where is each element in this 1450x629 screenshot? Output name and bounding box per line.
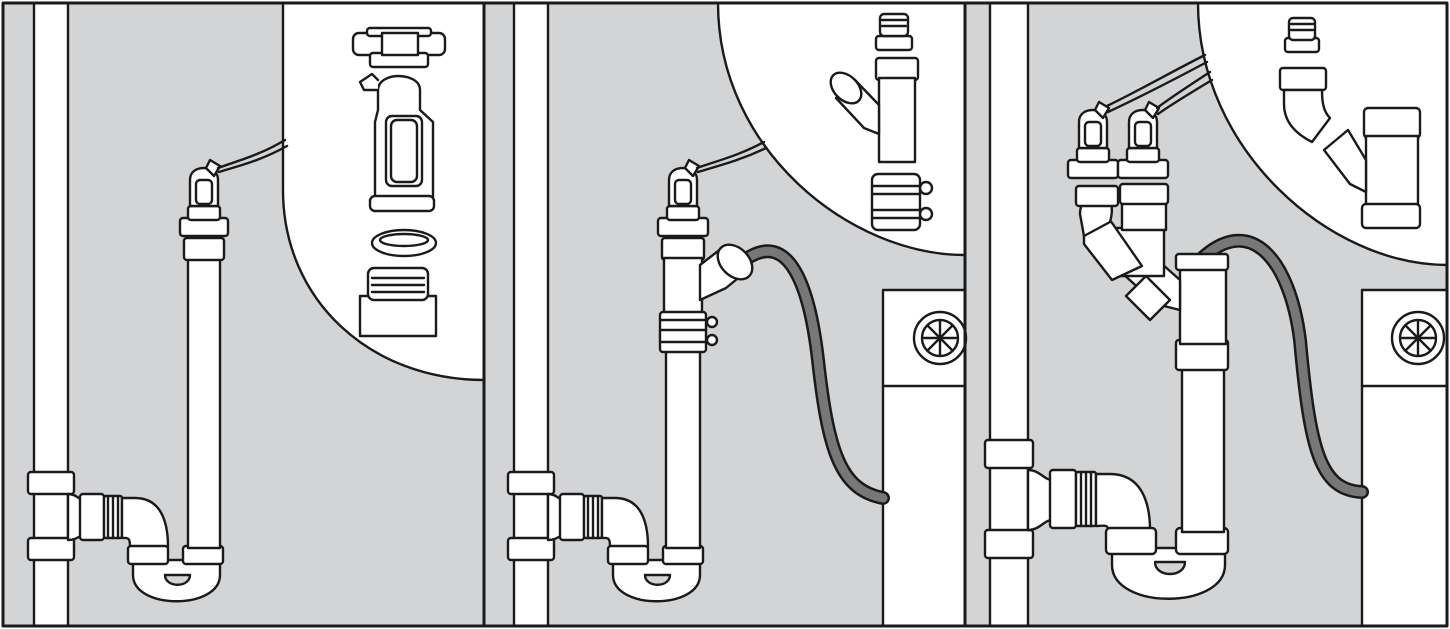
trap-arm-3 [1026, 468, 1152, 532]
threaded-adapter-3 [1283, 16, 1321, 54]
air-gap-left [1066, 100, 1120, 180]
trap-arm [66, 492, 170, 549]
standpipe-3 [1174, 338, 1230, 534]
threaded-adapter [358, 266, 438, 338]
threaded-adapter-2 [874, 12, 914, 52]
p-trap-3 [1104, 526, 1230, 600]
vent-stack-pipe [26, 1, 76, 628]
washing-machine-2 [1360, 288, 1449, 628]
no-hub-coupling [658, 310, 719, 354]
p-trap [126, 544, 225, 603]
air-gap-device-2 [656, 158, 710, 238]
air-gap-body [358, 72, 436, 213]
dishwasher-hose [216, 138, 287, 170]
air-gap-device [178, 158, 230, 238]
elbow-and-wye-parts [1278, 16, 1422, 230]
air-gap-exploded-parts [351, 26, 447, 338]
air-gap-right [1116, 100, 1170, 180]
cap-nut [351, 26, 447, 69]
wye-coupling-parts [829, 12, 934, 232]
elbow-fitting [1278, 66, 1332, 144]
panel-1 [26, 1, 486, 628]
vent-stack-pipe-3 [983, 1, 1035, 628]
standpipe [182, 236, 226, 550]
wye-double [1074, 182, 1170, 282]
wye-part [1322, 106, 1422, 230]
washing-machine [881, 288, 968, 628]
coupling-part [870, 172, 934, 232]
panel-3 [983, 1, 1449, 628]
wye-fitting [662, 243, 754, 320]
p-trap-2 [606, 544, 705, 603]
gasket [370, 228, 438, 258]
wye-fitting-part [829, 56, 920, 164]
trap-arm-2 [546, 492, 650, 549]
